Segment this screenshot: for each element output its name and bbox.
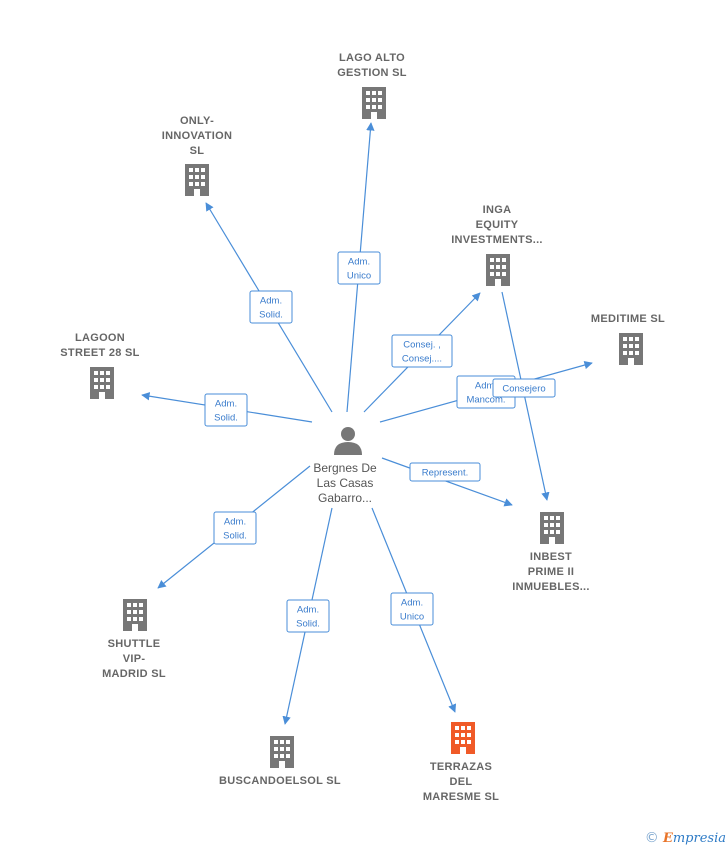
company-label[interactable]: LAGO ALTO [339, 52, 405, 64]
company-label[interactable]: ONLY- [180, 115, 214, 127]
company-label[interactable]: INNOVATION [162, 130, 232, 142]
edge-label-text: Adm. [475, 381, 497, 392]
company-label[interactable]: SHUTTLE [108, 638, 161, 650]
company-node-lagoon-street[interactable]: LAGOON STREET 28 SL [60, 332, 139, 399]
company-label[interactable]: GESTION SL [337, 67, 407, 79]
edge-label-box[interactable] [492, 378, 556, 398]
copyright-icon: © [644, 830, 659, 846]
edge-label-text: Solid. [214, 413, 238, 424]
building-icon[interactable] [90, 367, 114, 399]
edge-label-text: Adm. [215, 399, 237, 410]
edge-label-text: Adm. [224, 517, 246, 528]
edge-inbest: Represent. [381, 457, 513, 507]
edge-label-text: Consej.... [402, 354, 442, 365]
edge-label-box[interactable] [390, 592, 434, 626]
edge-label-text: Consej. , [403, 340, 441, 351]
company-label[interactable]: DEL [450, 776, 473, 788]
building-icon[interactable] [451, 722, 475, 754]
edge-label-text: Adm. [260, 296, 282, 307]
company-label[interactable]: INBEST [530, 551, 572, 563]
edge-label-box[interactable] [286, 599, 330, 633]
edge-label-text: Unico [347, 271, 371, 282]
person-label[interactable]: Las Casas [317, 476, 374, 490]
building-icon[interactable] [486, 254, 510, 286]
edge-lago-alto: Adm. Unico [337, 122, 381, 413]
brand-name: mpresia [672, 831, 726, 846]
person-label[interactable]: Gabarro... [318, 491, 372, 505]
company-node-shuttle-vip[interactable]: SHUTTLE VIP- MADRID SL [102, 599, 166, 680]
edge-shuttle: Adm. Solid. [157, 465, 311, 589]
edge-inga-inbest: Consejero [492, 291, 556, 501]
building-icon[interactable] [540, 512, 564, 544]
brand-watermark: © Empresia [645, 830, 726, 846]
company-label[interactable]: SL [190, 145, 205, 157]
edge-inga-equity: Consej. , Consej.... [363, 292, 481, 413]
edge-label-text: Adm. [297, 605, 319, 616]
edge-only-innovation: Adm. Solid. [205, 202, 333, 413]
company-label[interactable]: MADRID SL [102, 668, 166, 680]
building-icon[interactable] [185, 164, 209, 196]
company-label[interactable]: INMUEBLES... [512, 581, 590, 593]
company-label[interactable]: MARESME SL [423, 791, 499, 803]
company-node-buscandoelsol[interactable]: BUSCANDOELSOL SL [219, 736, 341, 787]
company-label[interactable]: LAGOON [75, 332, 125, 344]
company-node-terrazas-maresme[interactable]: TERRAZAS DEL MARESME SL [423, 722, 499, 803]
building-icon[interactable] [362, 87, 386, 119]
brand-initial: E [662, 831, 673, 846]
company-node-meditime[interactable]: MEDITIME SL [591, 313, 665, 365]
company-label[interactable]: VIP- [123, 653, 146, 665]
edge-buscandoelsol: Adm. Solid. [282, 507, 333, 725]
person-label[interactable]: Bergnes De [313, 461, 377, 475]
edge-label-box[interactable] [204, 393, 248, 427]
company-label[interactable]: PRIME II [528, 566, 574, 578]
company-node-inbest-prime[interactable]: INBEST PRIME II INMUEBLES... [512, 512, 590, 593]
building-icon[interactable] [123, 599, 147, 631]
edge-meditime: Adm. Mancom. [379, 360, 593, 423]
building-icon[interactable] [619, 333, 643, 365]
company-label[interactable]: EQUITY [476, 219, 519, 231]
company-node-lago-alto[interactable]: LAGO ALTO GESTION SL [337, 52, 407, 119]
nodes-layer: LAGO ALTO GESTION SL ONLY- INNOVATION SL INGA… [60, 52, 665, 803]
company-label[interactable]: STREET 28 SL [60, 347, 139, 359]
edge-label-text: Adm. [401, 598, 423, 609]
company-label[interactable]: INGA [483, 204, 512, 216]
edge-label-text: Solid. [259, 310, 283, 321]
edge-label-text: Consejero [502, 384, 545, 395]
edge-terrazas: Adm. Unico [371, 507, 457, 713]
edge-lagoon: Adm. Solid. [141, 392, 313, 427]
edge-label-box[interactable] [409, 462, 481, 482]
company-node-only-innovation[interactable]: ONLY- INNOVATION SL [162, 115, 232, 196]
company-label[interactable]: INVESTMENTS... [451, 234, 543, 246]
edge-label-box[interactable] [391, 334, 453, 368]
building-icon[interactable] [270, 736, 294, 768]
edge-label-text: Represent. [422, 468, 468, 479]
company-label[interactable]: MEDITIME SL [591, 313, 665, 325]
edge-label-text: Unico [400, 612, 424, 623]
edge-label-text: Solid. [296, 619, 320, 630]
edge-label-text: Solid. [223, 531, 247, 542]
edge-line [501, 291, 550, 501]
edge-label-box[interactable] [213, 511, 257, 545]
edge-label-text: Adm. [348, 257, 370, 268]
company-label[interactable]: TERRAZAS [430, 761, 492, 773]
edge-label-text: Mancom. [466, 395, 505, 406]
edge-label-box[interactable] [337, 251, 381, 285]
person-icon[interactable] [334, 427, 362, 455]
company-label[interactable]: BUSCANDOELSOL SL [219, 775, 341, 787]
company-node-inga-equity[interactable]: INGA EQUITY INVESTMENTS... [451, 204, 543, 286]
edge-label-box[interactable] [249, 290, 293, 324]
